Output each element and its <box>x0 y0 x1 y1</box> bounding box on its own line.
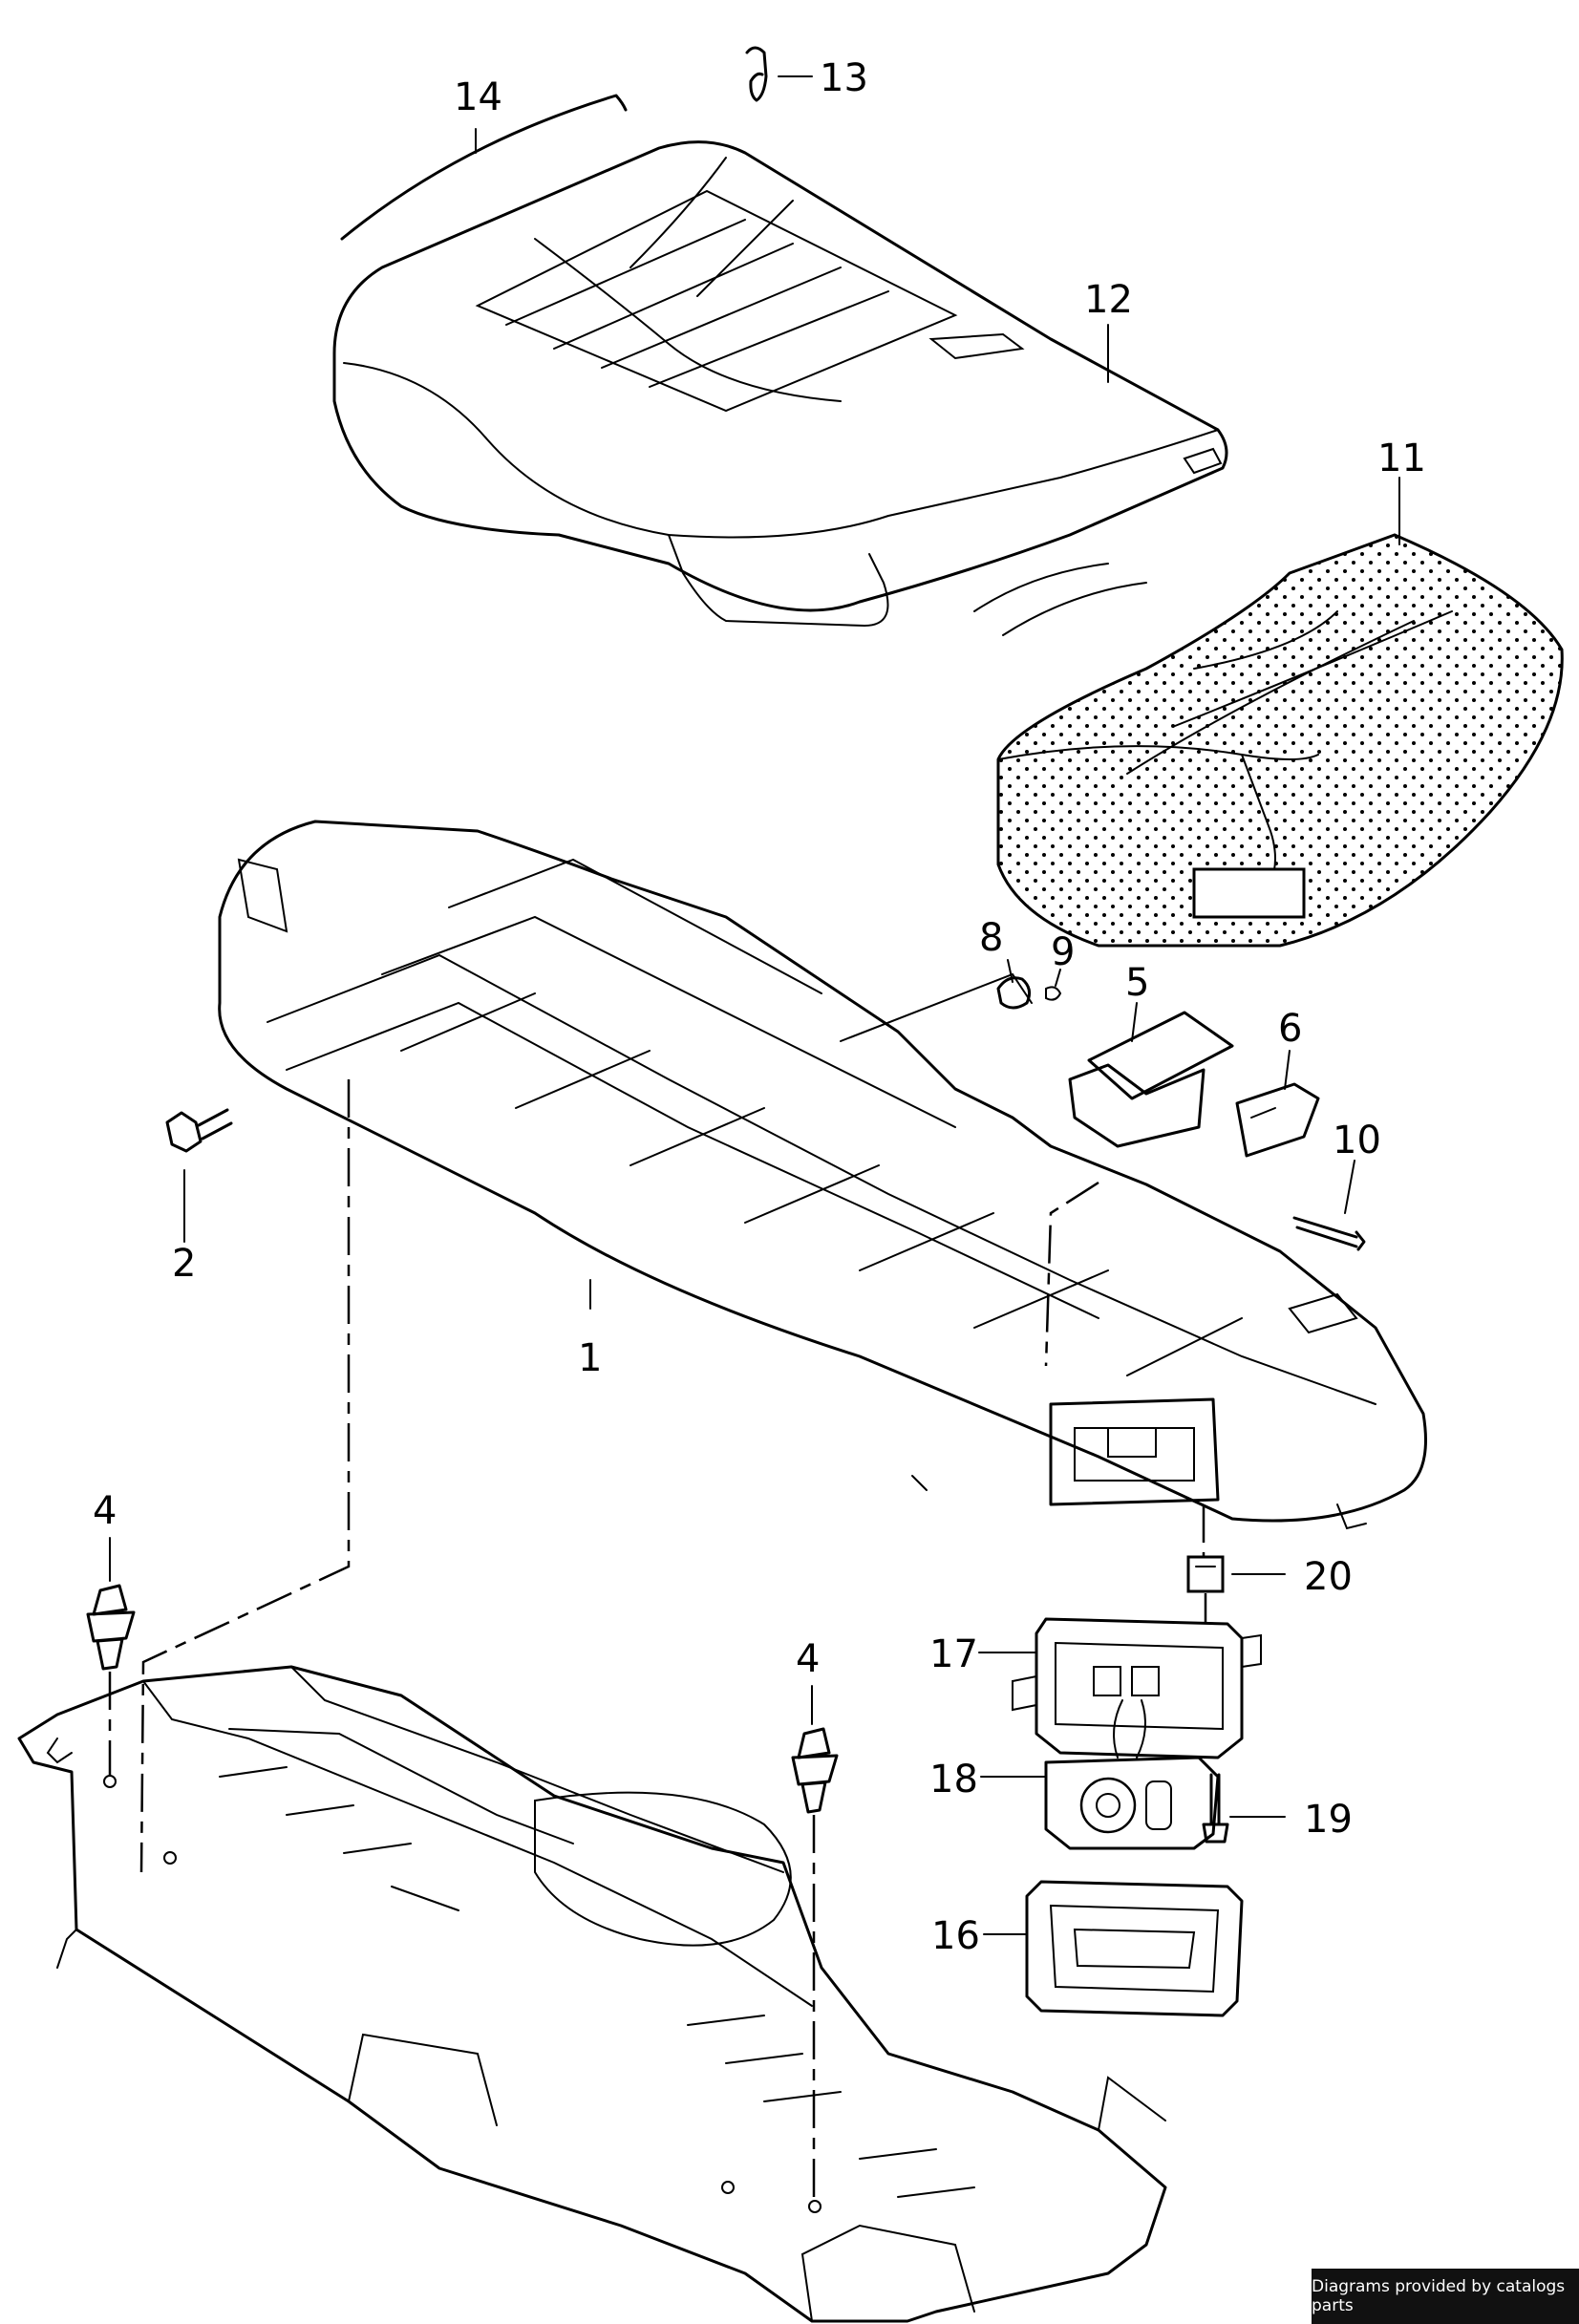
callout-2: 2 <box>172 1242 196 1286</box>
callout-12: 12 <box>1084 278 1133 322</box>
callout-20: 20 <box>1304 1555 1353 1599</box>
callout-11: 11 <box>1377 437 1426 480</box>
leader-lines <box>109 75 1400 1935</box>
callout-14: 14 <box>454 75 502 119</box>
expanding-clip-left <box>86 1584 136 1671</box>
switch-housing <box>1012 1617 1262 1759</box>
callout-1: 1 <box>578 1336 602 1380</box>
clip-part <box>745 46 768 102</box>
callout-13: 13 <box>820 56 868 100</box>
bracket-hardware <box>996 976 1366 1251</box>
callout-18: 18 <box>929 1758 978 1802</box>
assembly-lines <box>108 1079 1207 2197</box>
callout-labels: 1 2 4 4 5 6 8 9 10 11 12 13 14 16 17 18 … <box>93 56 1426 1958</box>
trim-bezel <box>1025 1880 1244 2017</box>
clip-nut <box>1186 1555 1225 1593</box>
callout-5: 5 <box>1125 961 1149 1005</box>
callout-6: 6 <box>1278 1007 1302 1051</box>
bolt <box>165 1108 233 1153</box>
screw <box>1202 1773 1229 1844</box>
trim-strip <box>340 94 628 241</box>
seat-cushion <box>332 140 1564 948</box>
callout-4-right: 4 <box>796 1637 820 1681</box>
callout-10: 10 <box>1333 1119 1381 1162</box>
expanding-clip-right <box>791 1727 839 1814</box>
callout-16: 16 <box>931 1914 980 1958</box>
callout-17: 17 <box>929 1632 978 1676</box>
callout-4-left: 4 <box>93 1489 117 1533</box>
floor-panel <box>17 1665 1167 2323</box>
callout-8: 8 <box>979 916 1003 960</box>
callout-19: 19 <box>1304 1798 1353 1842</box>
credit-badge: Diagrams provided by catalogs parts <box>1312 2269 1579 2324</box>
seat-frame <box>218 820 1427 1530</box>
seat-switch <box>1044 1699 1220 1850</box>
callout-9: 9 <box>1051 930 1075 974</box>
